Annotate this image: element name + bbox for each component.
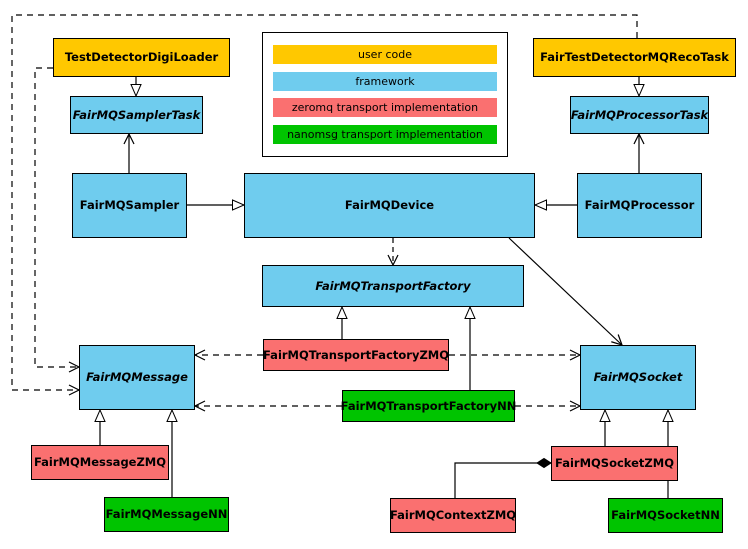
class-node-fairmqmessagezmq[interactable]: FairMQMessageZMQ [31, 445, 169, 480]
class-node-fairmqmessagenn[interactable]: FairMQMessageNN [104, 497, 229, 532]
class-node-label: FairMQTransportFactoryNN [340, 398, 517, 413]
class-node-label: FairMQSamplerTask [72, 107, 201, 122]
class-node-fairmqcontextzmq[interactable]: FairMQContextZMQ [390, 498, 516, 533]
class-node-fairmqtransportfactoryzmq[interactable]: FairMQTransportFactoryZMQ [263, 339, 449, 371]
legend-label-framework: framework [355, 74, 415, 88]
class-node-fairmqtransportfactory[interactable]: FairMQTransportFactory [262, 265, 524, 307]
class-node-fairmqtransportfactorynn[interactable]: FairMQTransportFactoryNN [340, 390, 517, 422]
class-node-label: FairMQProcessor [584, 198, 695, 213]
class-node-fairmqsocketnn[interactable]: FairMQSocketNN [608, 498, 723, 533]
legend-item-user-code: user code [273, 44, 497, 64]
legend: user code framework zeromq transport imp… [262, 32, 508, 157]
legend-label-zeromq: zeromq transport implementation [291, 101, 479, 115]
class-node-label: FairMQMessageZMQ [33, 455, 167, 470]
class-node-fairmqsamplertask[interactable]: FairMQSamplerTask [70, 96, 203, 134]
legend-item-nanomsg: nanomsg transport implementation [273, 125, 497, 145]
class-node-fairtestdetectormqrecotask[interactable]: FairTestDetectorMQRecoTask [533, 38, 736, 77]
class-node-fairmqsocket[interactable]: FairMQSocket [580, 345, 696, 410]
class-node-label: FairTestDetectorMQRecoTask [540, 50, 729, 65]
class-node-label: FairMQMessage [86, 370, 188, 385]
class-node-label: FairMQMessageNN [105, 507, 228, 522]
class-node-fairmqprocessor[interactable]: FairMQProcessor [577, 173, 702, 238]
class-node-label: FairMQDevice [344, 198, 435, 213]
class-node-label: FairMQSampler [79, 198, 180, 213]
class-node-label: FairMQSocketZMQ [555, 456, 674, 471]
class-node-fairmqprocessortask[interactable]: FairMQProcessorTask [570, 96, 709, 134]
edge-device-socket [508, 237, 623, 346]
class-node-fairmqsampler[interactable]: FairMQSampler [72, 173, 187, 238]
class-node-label: FairMQProcessorTask [570, 107, 709, 122]
class-node-label: TestDetectorDigiLoader [64, 50, 219, 65]
class-node-label: FairMQTransportFactory [315, 278, 471, 293]
legend-label-nanomsg: nanomsg transport implementation [287, 128, 483, 142]
class-node-fairmqmessage[interactable]: FairMQMessage [79, 345, 195, 410]
class-node-fairmqsocketzmq[interactable]: FairMQSocketZMQ [551, 446, 678, 481]
legend-label-user-code: user code [357, 47, 413, 61]
class-node-label: FairMQContextZMQ [389, 508, 517, 523]
class-node-testdetectordigiloader[interactable]: TestDetectorDigiLoader [53, 38, 230, 77]
class-node-label: FairMQSocket [593, 370, 683, 385]
legend-item-zeromq: zeromq transport implementation [273, 98, 497, 118]
class-node-label: FairMQSocketNN [611, 508, 720, 523]
legend-item-framework: framework [273, 71, 497, 91]
class-node-label: FairMQTransportFactoryZMQ [263, 347, 450, 362]
class-node-fairmqdevice[interactable]: FairMQDevice [244, 173, 535, 238]
edge-socketzmq-contextzmq [454, 457, 552, 498]
